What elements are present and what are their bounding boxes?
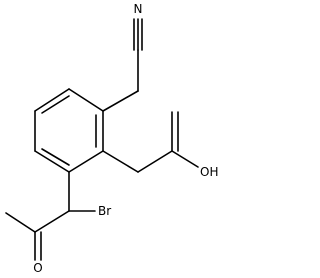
chemical-structure: N OH Br O — [5, 2, 218, 275]
ring-bond-5 — [34, 150, 70, 173]
bromine-label: Br — [98, 204, 111, 218]
ring-double-bond-bottom — [41, 148, 70, 166]
ring-to-ch2-bond — [102, 90, 139, 112]
ring-to-ch2-acid-bond — [102, 150, 139, 173]
ring-double-bond-top — [41, 95, 70, 114]
nitrile-n-label: N — [134, 2, 143, 16]
methyl-bond — [5, 212, 36, 233]
ch2-to-carboxyl-bond — [137, 150, 173, 173]
bromo-oxopropyl-group: Br O — [5, 171, 111, 275]
hydroxyl-label: OH — [200, 165, 218, 179]
acetic-acid-group: OH — [102, 111, 218, 179]
ring-bond-2 — [68, 88, 104, 112]
ketone-o-label: O — [33, 261, 42, 275]
ring-bond-4 — [68, 150, 104, 173]
benzene-ring — [34, 88, 104, 173]
ring-bond-1 — [34, 88, 70, 112]
chbr-to-carbonyl-bond — [34, 210, 70, 233]
cyanomethyl-group: N — [102, 2, 143, 112]
carboxyl-oh-bond — [171, 150, 199, 168]
